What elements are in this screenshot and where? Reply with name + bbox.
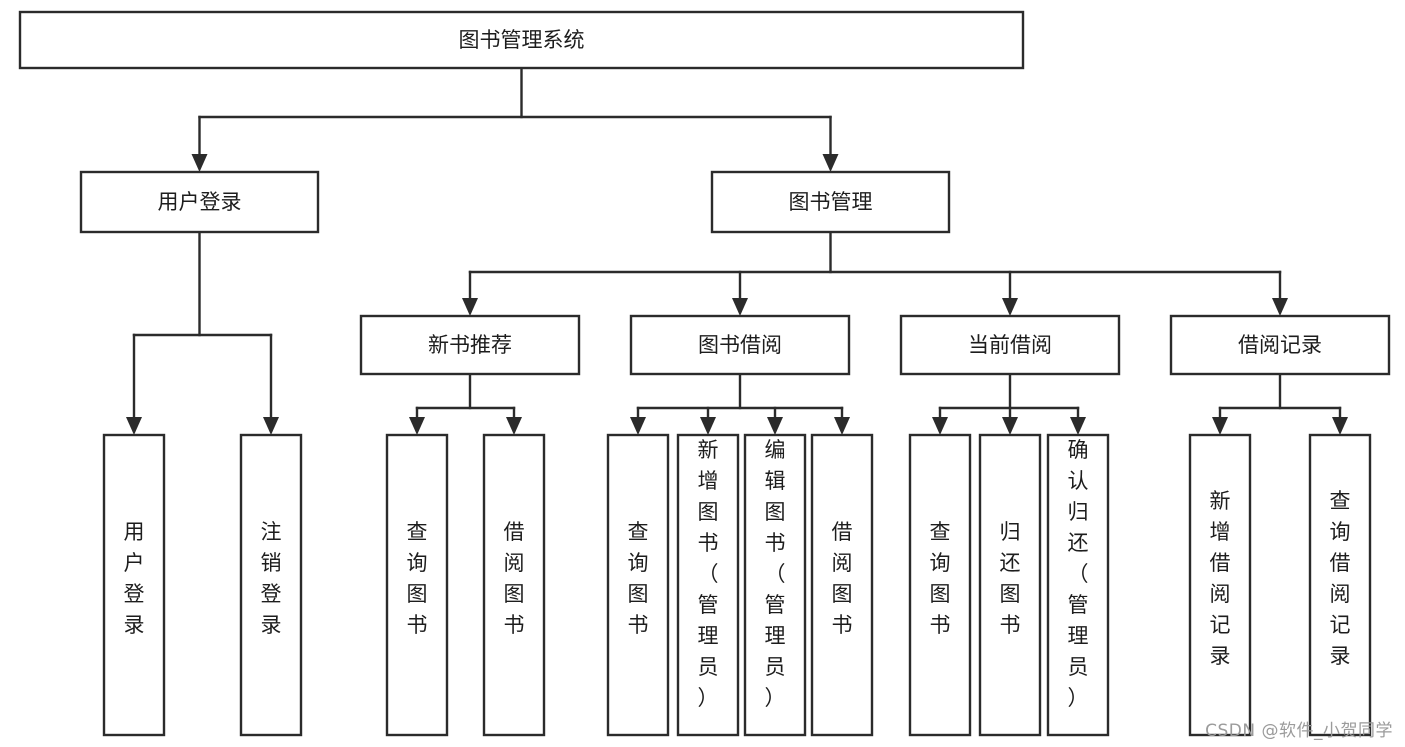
leaf-node-用户登录-1-box[interactable] (239, 433, 303, 737)
leaf-node-图书借阅-0-box[interactable] (606, 433, 670, 737)
leaf-node-新书推荐-1-label: 借阅图书 (504, 520, 525, 637)
level2-node-1-label: 图书借阅 (698, 333, 782, 357)
level2-node-0-box[interactable] (359, 314, 581, 376)
l2-2-arrow-2 (1070, 417, 1086, 435)
leaf-node-借阅记录-1-box[interactable] (1308, 433, 1372, 737)
leaf-node-借阅记录-0-label: 新增借阅记录 (1210, 489, 1231, 668)
leaf-node-图书借阅-1-box[interactable] (676, 433, 740, 737)
book-mgmt-arrow-3 (1272, 298, 1288, 316)
leaf-node-借阅记录-1-label: 查询借阅记录 (1330, 489, 1351, 668)
level1-node-1-label: 图书管理 (789, 190, 873, 214)
leaf-node-新书推荐-0-box[interactable] (385, 433, 449, 737)
leaf-node-当前借阅-0-box[interactable] (908, 433, 972, 737)
nodes-layer: 图书管理系统用户登录图书管理新书推荐图书借阅当前借阅借阅记录用户登录注销登录查询… (18, 10, 1391, 737)
book-mgmt-arrow-0 (462, 298, 478, 316)
l2-1-arrow-0 (630, 417, 646, 435)
l2-2-arrow-0 (932, 417, 948, 435)
level2-node-0-label: 新书推荐 (428, 333, 512, 357)
leaf-node-图书借阅-2-label: 编辑图书（管理员） (765, 438, 786, 710)
level2-node-2-box[interactable] (899, 314, 1121, 376)
l2-0-arrow-0 (409, 417, 425, 435)
root-arrow-1 (822, 154, 839, 172)
level2-node-3-label: 借阅记录 (1238, 333, 1322, 357)
leaf-node-图书借阅-3-label: 借阅图书 (832, 520, 853, 637)
l2-3-arrow-0 (1212, 417, 1228, 435)
user-login-arrow-1 (263, 417, 279, 435)
leaf-node-图书借阅-1-label: 新增图书（管理员） (698, 438, 719, 710)
leaf-node-用户登录-0-label: 用户登录 (124, 520, 145, 637)
leaf-node-当前借阅-2-label: 确认归还（管理员） (1068, 438, 1089, 710)
leaf-node-当前借阅-0-label: 查询图书 (930, 520, 951, 637)
level2-node-1-box[interactable] (629, 314, 851, 376)
l2-2-arrow-1 (1002, 417, 1018, 435)
leaf-node-借阅记录-0-box[interactable] (1188, 433, 1252, 737)
l2-0-arrow-1 (506, 417, 522, 435)
book-mgmt-arrow-1 (732, 298, 748, 316)
book-mgmt-arrow-2 (1002, 298, 1018, 316)
leaf-node-当前借阅-1-label: 归还图书 (1000, 520, 1021, 637)
root-node-label: 图书管理系统 (459, 28, 585, 52)
level2-node-3-box[interactable] (1169, 314, 1391, 376)
leaf-node-新书推荐-0-label: 查询图书 (407, 520, 428, 637)
level2-node-2-label: 当前借阅 (968, 333, 1052, 357)
leaf-node-新书推荐-1-box[interactable] (482, 433, 546, 737)
l2-1-arrow-1 (700, 417, 716, 435)
l2-1-arrow-3 (834, 417, 850, 435)
leaf-node-用户登录-1-label: 注销登录 (261, 520, 282, 637)
leaf-node-当前借阅-2-box[interactable] (1046, 433, 1110, 737)
level1-node-0-label: 用户登录 (158, 190, 242, 214)
leaf-node-图书借阅-3-box[interactable] (810, 433, 874, 737)
leaf-node-用户登录-0-box[interactable] (102, 433, 166, 737)
root-node-box[interactable] (18, 10, 1025, 70)
leaf-node-图书借阅-0-label: 查询图书 (628, 520, 649, 637)
connectors-layer (126, 66, 1348, 435)
level1-node-0-box[interactable] (79, 170, 320, 234)
user-login-arrow-0 (126, 417, 142, 435)
l2-3-arrow-1 (1332, 417, 1348, 435)
level1-node-1-box[interactable] (710, 170, 951, 234)
root-arrow-0 (191, 154, 208, 172)
leaf-node-当前借阅-1-box[interactable] (978, 433, 1042, 737)
leaf-node-图书借阅-2-box[interactable] (743, 433, 807, 737)
l2-1-arrow-2 (767, 417, 783, 435)
